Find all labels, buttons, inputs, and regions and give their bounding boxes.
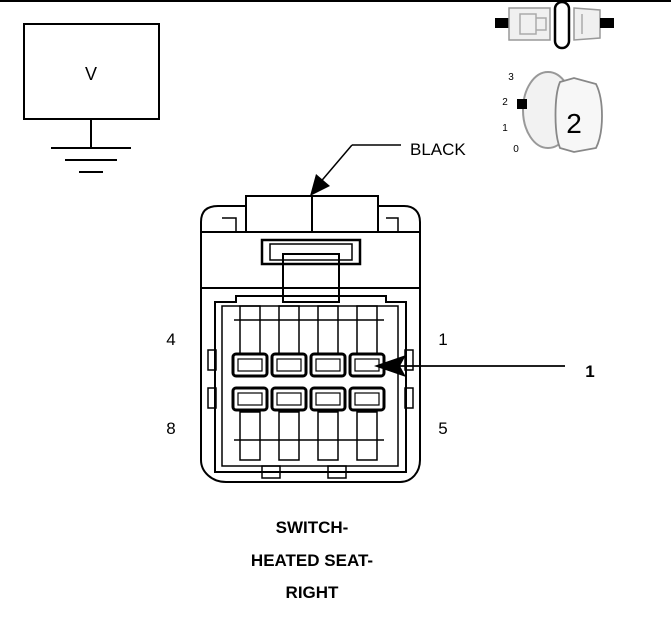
pin-callout-arrow: 1 (374, 355, 595, 381)
pin-label-8: 8 (166, 419, 175, 438)
caption-line-1: SWITCH- (275, 518, 349, 537)
connector-color-label: BLACK (410, 140, 466, 159)
caption-line-2: HEATED SEAT- (250, 551, 374, 570)
pin-callout-number: 1 (585, 362, 594, 381)
pin-label-5: 5 (438, 419, 447, 438)
callout-arrowhead (310, 174, 330, 196)
black-callout: BLACK (310, 140, 466, 196)
terminal-posts (234, 305, 384, 461)
pin-label-1: 1 (438, 330, 447, 349)
callout-arrowhead-pin (374, 355, 406, 377)
rotary-selector-icon: 3 2 1 0 2 (502, 71, 603, 155)
selector-position-0: 0 (513, 144, 519, 155)
selector-position-1: 1 (502, 123, 508, 134)
selector-position-3: 3 (508, 72, 514, 83)
caption-line-3: RIGHT (285, 583, 339, 602)
pin-cavities (231, 352, 386, 412)
voltmeter-symbol: V (23, 23, 160, 173)
selector-position-2: 2 (502, 97, 508, 108)
selector-setting-label: 2 (566, 108, 582, 139)
probe-connector-icon (495, 0, 614, 50)
voltmeter-label: V (85, 64, 97, 84)
selector-pointer-icon (517, 99, 527, 109)
connector-face (200, 195, 421, 483)
pin-label-4: 4 (166, 330, 175, 349)
